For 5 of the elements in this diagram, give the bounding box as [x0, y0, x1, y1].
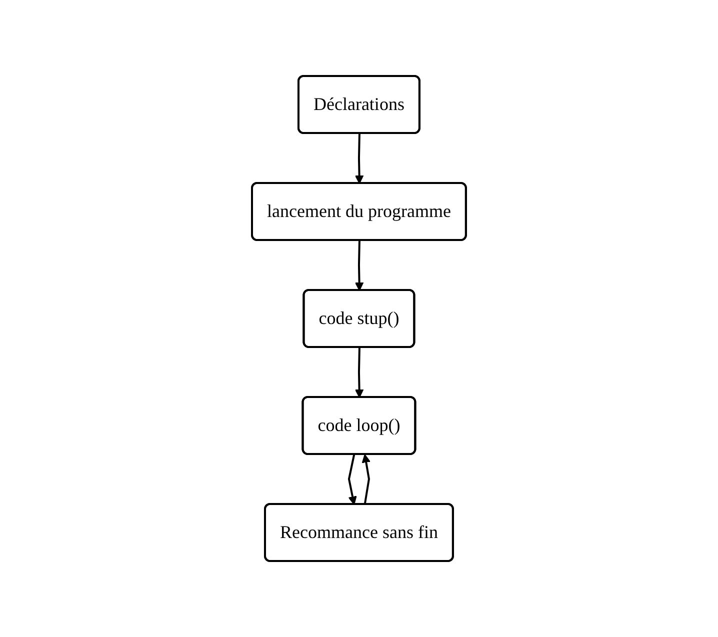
- arrow: [362, 454, 371, 505]
- arrow: [354, 347, 364, 398]
- arrow: [354, 133, 364, 184]
- arrow: [354, 240, 364, 291]
- arrow: [348, 454, 357, 505]
